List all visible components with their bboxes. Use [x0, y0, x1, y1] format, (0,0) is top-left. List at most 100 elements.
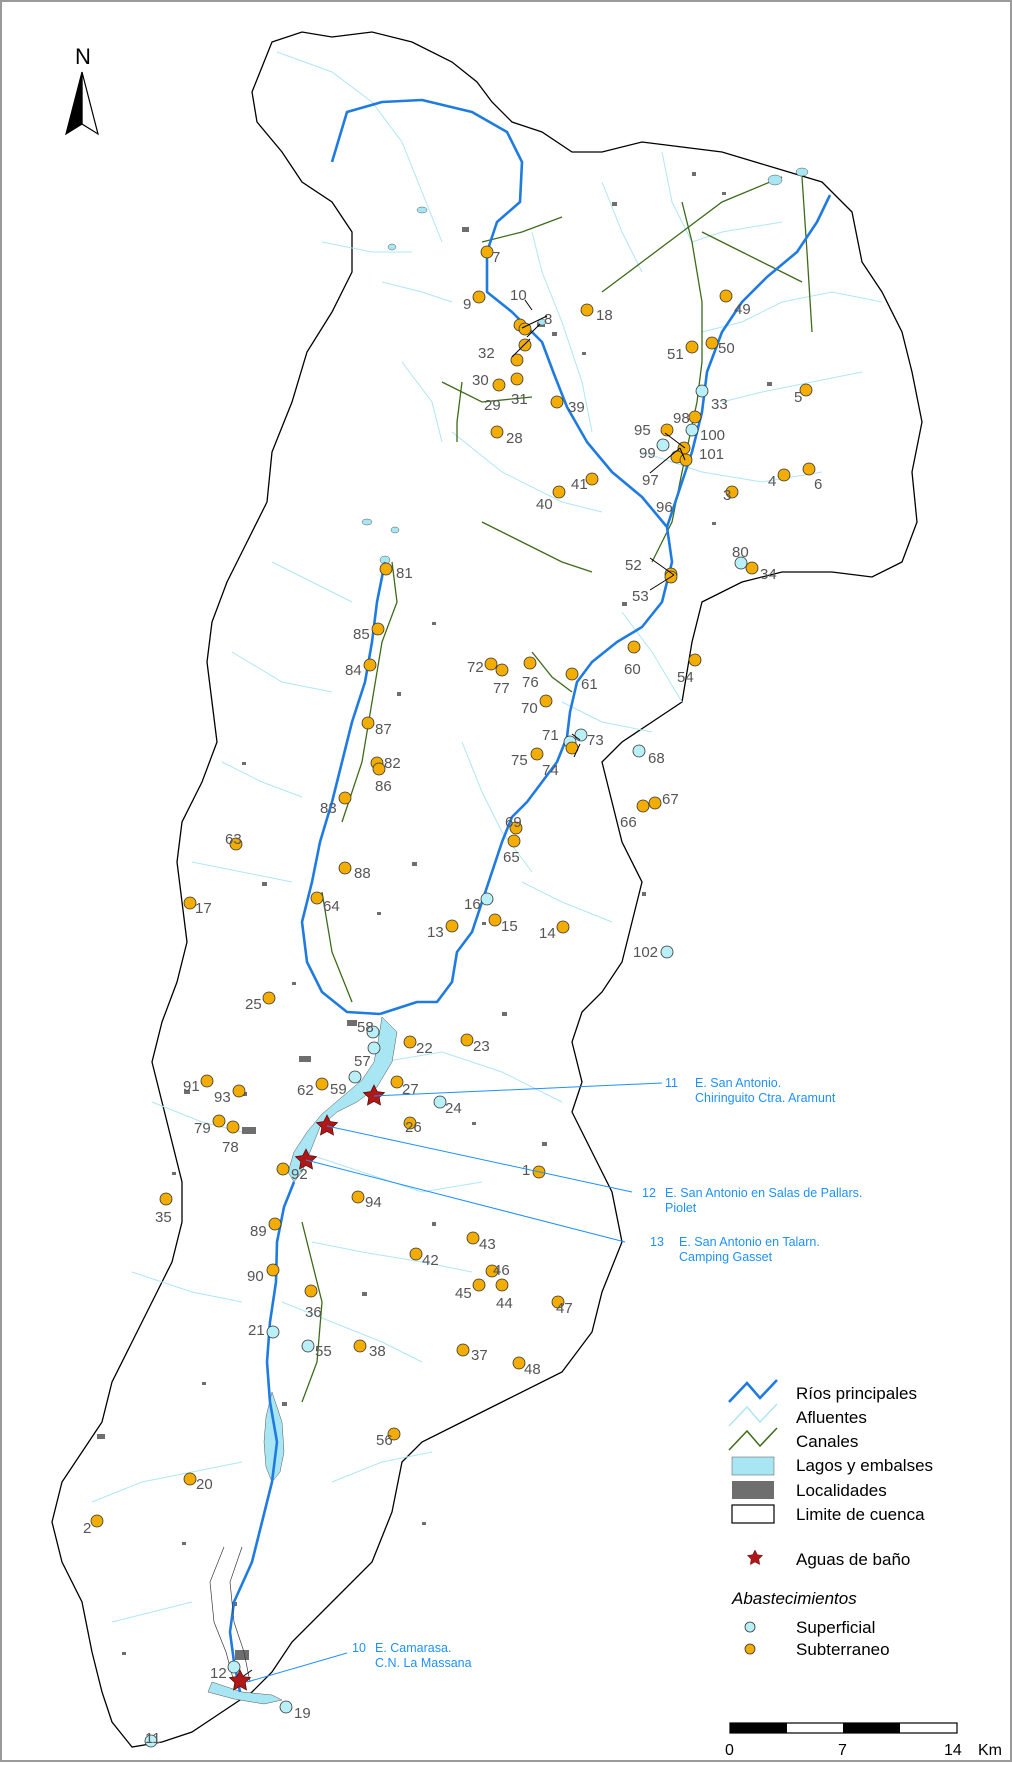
groundwater-supply-point-76 — [523, 656, 537, 670]
supply-point-label-8: 8 — [544, 311, 552, 328]
supply-point-label-55: 55 — [315, 1343, 332, 1360]
callout-13-line2: Camping Gasset — [679, 1250, 773, 1264]
legend-star-icon — [746, 1549, 764, 1565]
supply-point-label-25: 25 — [245, 996, 262, 1013]
supply-point-label-52: 52 — [625, 557, 642, 574]
supply-point-label-63: 63 — [225, 831, 242, 848]
legend-lake-icon — [731, 1456, 775, 1476]
groundwater-supply-point-85 — [371, 622, 385, 636]
supply-point-label-34: 34 — [760, 566, 777, 583]
callouts: 11 E. San Antonio. Chiringuito Ctra. Ara… — [246, 1076, 862, 1683]
groundwater-supply-point-8 — [518, 322, 532, 336]
surface-supply-point-24 — [433, 1095, 447, 1109]
supply-point-label-46: 46 — [493, 1262, 510, 1279]
supply-point-label-53: 53 — [632, 588, 649, 605]
supply-point-label-102: 102 — [633, 944, 658, 961]
supply-point-label-54: 54 — [677, 669, 694, 686]
legend-locality-icon — [732, 1481, 774, 1499]
groundwater-supply-point-81 — [379, 562, 393, 576]
groundwater-supply-point-70 — [539, 694, 553, 708]
supply-point-label-26: 26 — [405, 1119, 422, 1136]
groundwater-supply-point-31 — [510, 372, 524, 386]
supply-point-label-94: 94 — [365, 1194, 382, 1211]
groundwater-supply-point-25 — [262, 991, 276, 1005]
supply-point-label-93: 93 — [214, 1089, 231, 1106]
supply-point-label-32: 32 — [478, 345, 495, 362]
supply-point-label-57: 57 — [354, 1053, 371, 1070]
supply-point-label-80: 80 — [732, 544, 749, 561]
groundwater-supply-point-90 — [266, 1263, 280, 1277]
groundwater-supply-point-89 — [268, 1217, 282, 1231]
groundwater-supply-point-23 — [460, 1033, 474, 1047]
groundwater-supply-point-65 — [507, 834, 521, 848]
groundwater-supply-point-92 — [276, 1162, 290, 1176]
supply-point-label-71: 71 — [542, 727, 559, 744]
groundwater-supply-point-87 — [361, 716, 375, 730]
supply-point-label-2: 2 — [83, 1520, 91, 1537]
legend-surface-icon — [744, 1621, 756, 1633]
supply-point-label-98: 98 — [673, 410, 690, 427]
groundwater-supply-point-18 — [580, 303, 594, 317]
groundwater-supply-point-17 — [183, 896, 197, 910]
supply-point-label-18: 18 — [596, 307, 613, 324]
legend-boundary-label: Limite de cuenca — [796, 1505, 925, 1524]
north-label: N — [75, 44, 91, 69]
groundwater-supply-point-54 — [688, 653, 702, 667]
supply-point-label-87: 87 — [375, 721, 392, 738]
supply-point-label-4: 4 — [768, 473, 776, 490]
supply-point-label-29: 29 — [484, 397, 501, 414]
legend-lake-label: Lagos y embalses — [796, 1456, 933, 1475]
supply-point-label-22: 22 — [416, 1040, 433, 1057]
groundwater-supply-point-13 — [445, 919, 459, 933]
supply-point-label-33: 33 — [711, 396, 728, 413]
groundwater-supply-point-60 — [627, 640, 641, 654]
supply-point-label-77: 77 — [493, 680, 510, 697]
groundwater-supply-point-27 — [390, 1075, 404, 1089]
scale-bar: 0 7 14 Km — [725, 1722, 1002, 1759]
north-arrow-icon — [65, 71, 99, 136]
groundwater-supply-point-77 — [495, 663, 509, 677]
supply-point-label-13: 13 — [427, 924, 444, 941]
supply-point-label-97: 97 — [642, 472, 659, 489]
supply-point-label-1: 1 — [522, 1162, 530, 1179]
supply-point-label-6: 6 — [814, 476, 822, 493]
supply-point-label-42: 42 — [422, 1252, 439, 1269]
legend-bathing-label: Aguas de baño — [796, 1550, 910, 1569]
groundwater-supply-point-88 — [338, 861, 352, 875]
groundwater-supply-point-91 — [200, 1074, 214, 1088]
groundwater-supply-point-93 — [232, 1084, 246, 1098]
supply-point-label-38: 38 — [369, 1343, 386, 1360]
lakes-reservoirs — [207, 167, 809, 1705]
legend-tributary-label: Afluentes — [796, 1408, 867, 1427]
groundwater-supply-point-40 — [552, 485, 566, 499]
supply-point-label-21: 21 — [248, 1322, 265, 1339]
groundwater-supply-point-50 — [705, 336, 719, 350]
supply-point-label-35: 35 — [155, 1209, 172, 1226]
supply-point-label-27: 27 — [402, 1081, 419, 1098]
legend-main-river-label: Ríos principales — [796, 1384, 917, 1403]
groundwater-supply-point-15 — [488, 913, 502, 927]
legend-main-river-icon — [728, 1379, 778, 1403]
supply-point-label-82: 82 — [384, 755, 401, 772]
supply-point-label-51: 51 — [667, 346, 684, 363]
supply-point-label-78: 78 — [222, 1139, 239, 1156]
legend-tributary-icon — [728, 1403, 778, 1427]
supply-point-label-16: 16 — [464, 896, 481, 913]
groundwater-supply-point-45 — [472, 1278, 486, 1292]
supply-point-label-96: 96 — [656, 499, 673, 516]
groundwater-supply-point-75 — [530, 747, 544, 761]
supply-point-label-49: 49 — [734, 301, 751, 318]
supply-point-label-59: 59 — [330, 1081, 347, 1098]
groundwater-supply-point-22 — [403, 1035, 417, 1049]
supply-point-label-81: 81 — [396, 565, 413, 582]
supply-point-label-28: 28 — [506, 430, 523, 447]
bathing-site-star-10 — [228, 1669, 252, 1691]
surface-supply-point-33 — [695, 384, 709, 398]
groundwater-supply-point-61 — [565, 667, 579, 681]
supply-point-label-89: 89 — [250, 1223, 267, 1240]
supply-point-label-74: 74 — [542, 762, 559, 779]
groundwater-supply-point-44 — [495, 1278, 509, 1292]
legend-canal-label: Canales — [796, 1432, 858, 1451]
groundwater-supply-point-48 — [512, 1356, 526, 1370]
